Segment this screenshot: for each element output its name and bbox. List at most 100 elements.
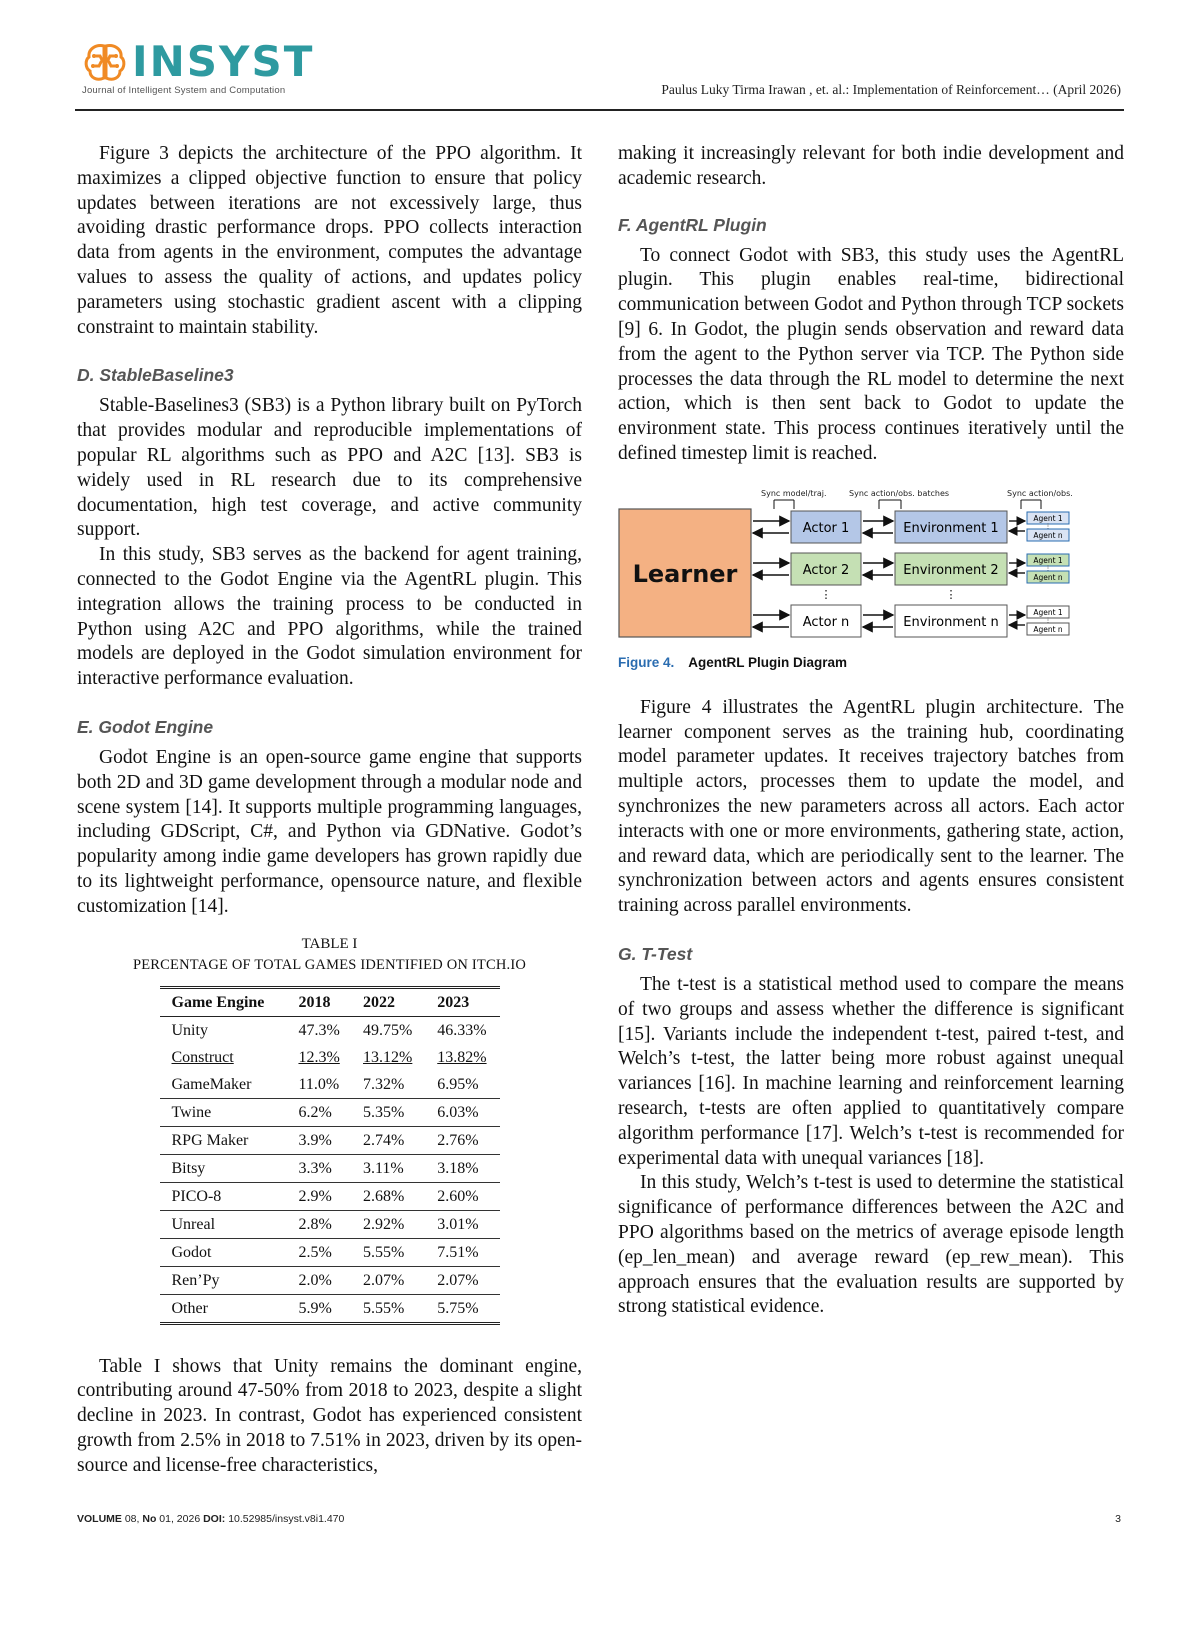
learner-label: Learner	[633, 560, 738, 588]
learner-box	[618, 508, 752, 638]
volume-value: 08,	[124, 1513, 140, 1525]
header-rule	[75, 109, 1124, 111]
actor-label: Actor 1	[803, 521, 850, 536]
table-cell: PICO-8	[171, 1187, 222, 1205]
table-cell: Bitsy	[171, 1159, 206, 1177]
actor-label: Actor n	[803, 615, 850, 630]
table-cell: Ren’Py	[171, 1271, 220, 1289]
table-cell: 2.8%	[298, 1215, 332, 1233]
paragraph: Godot Engine is an open-source game engi…	[77, 746, 582, 917]
table-cell: 12.3%	[298, 1048, 340, 1066]
table-row: Twine 6.2% 5.35% 6.03%	[159, 1098, 500, 1127]
environment-box	[894, 510, 1008, 544]
table-header-cell: Game Engine	[171, 993, 265, 1011]
section-heading-e: E. Godot Engine	[77, 716, 214, 737]
ellipsis: ⋮	[1045, 566, 1051, 572]
sync-model-label: Sync model/traj.	[761, 489, 827, 498]
table-header-row: Game Engine 2018 2022 2023	[159, 987, 500, 1017]
table-cell: 46.33%	[437, 1021, 487, 1039]
actor-label: Actor 2	[803, 563, 850, 578]
actor-box	[790, 510, 862, 544]
paragraph: The t-test is a statistical method used …	[618, 973, 1124, 1169]
environment-label: Environment 1	[903, 521, 998, 536]
table-label: TABLE I	[301, 935, 358, 952]
table-cell: 2.9%	[298, 1187, 332, 1205]
section-heading-g: G. T-Test	[618, 943, 693, 964]
agent-box	[1026, 511, 1070, 525]
agent-label: Agent 1	[1033, 556, 1063, 565]
table-cell: 2.74%	[363, 1131, 405, 1149]
logo-tagline: Journal of Intelligent System and Comput…	[82, 85, 286, 96]
table-cell: 2.5%	[298, 1243, 332, 1261]
table-title: PERCENTAGE OF TOTAL GAMES IDENTIFIED ON …	[132, 956, 527, 973]
doi-label: DOI:	[203, 1513, 226, 1525]
running-head: Paulus Luky Tirma Irawan , et. al.: Impl…	[661, 82, 1121, 97]
number-value: 01, 2026	[159, 1513, 201, 1525]
environment-label: Environment 2	[903, 563, 998, 578]
actor-box	[790, 604, 862, 638]
agent-box	[1026, 553, 1070, 567]
logo-wordmark: INSYST	[132, 37, 315, 86]
table-cell: 6.95%	[437, 1075, 479, 1093]
table-cell: 2.0%	[298, 1271, 332, 1289]
paragraph: Stable-Baselines3 (SB3) is a Python libr…	[77, 395, 582, 541]
right-column: making it increasingly relevant for both…	[618, 142, 1124, 1320]
table-row: RPG Maker 3.9% 2.74% 2.76%	[159, 1126, 500, 1155]
table-cell: 2.68%	[363, 1187, 405, 1205]
table-cell: 7.51%	[437, 1243, 479, 1261]
section-heading-f: F. AgentRL Plugin	[618, 214, 767, 235]
brain-circuit-icon	[84, 44, 126, 81]
table-cell: 5.9%	[298, 1299, 332, 1317]
environment-box	[894, 552, 1008, 586]
table-cell: 2.60%	[437, 1187, 479, 1205]
table-row: Godot 2.5% 5.55% 7.51%	[159, 1238, 500, 1267]
table-row: GameMaker 11.0% 7.32% 6.95%	[159, 1071, 500, 1099]
diagram-svg: Sync model/traj. Sync action/obs. batche…	[618, 489, 1073, 638]
table-cell: 5.35%	[363, 1103, 405, 1121]
ellipsis: ⋮	[1045, 618, 1051, 624]
table-header-cell: 2022	[363, 993, 396, 1011]
table-cell: Other	[171, 1299, 208, 1317]
agent-box	[1026, 570, 1070, 584]
table-caption: TABLE I PERCENTAGE OF TOTAL GAMES IDENTI…	[77, 934, 582, 976]
table-cell: Unreal	[171, 1215, 216, 1233]
doi-value: 10.52985/insyst.v8i1.470	[228, 1513, 345, 1525]
journal-logo: INSYST Journal of Intelligent System and…	[82, 37, 315, 97]
volume-label: VOLUME	[77, 1513, 122, 1525]
paragraph: making it increasingly relevant for both…	[618, 143, 1124, 189]
agent-label: Agent 1	[1033, 608, 1063, 617]
table-header-cell: 2023	[437, 993, 470, 1011]
agentrl-diagram: Sync model/traj. Sync action/obs. batche…	[611, 485, 1121, 645]
paragraph: Figure 4 illustrates the AgentRL plugin …	[618, 696, 1124, 917]
number-label: No	[142, 1513, 157, 1525]
environment-box	[894, 604, 1008, 638]
agent-box	[1026, 622, 1070, 636]
table-cell: Unity	[171, 1021, 208, 1039]
ellipsis: ⋮	[1045, 524, 1051, 530]
ellipsis: ⋮	[946, 589, 957, 601]
agent-box	[1026, 528, 1070, 542]
paragraph: Figure 3 depicts the architecture of the…	[77, 143, 582, 338]
game-engine-table: Game Engine 2018 2022 2023 Unity 47.3% 4…	[159, 986, 500, 1325]
table-cell: 3.3%	[298, 1159, 332, 1177]
environment-label: Environment n	[903, 615, 998, 630]
figure-number: Figure 4.	[618, 654, 675, 670]
table-cell: 6.2%	[298, 1103, 332, 1121]
table-cell: 3.9%	[298, 1131, 332, 1149]
table-row: PICO-8 2.9% 2.68% 2.60%	[159, 1182, 500, 1211]
table-cell: 2.76%	[437, 1131, 479, 1149]
table-cell: 47.3%	[298, 1021, 340, 1039]
agent-label: Agent 1	[1033, 514, 1063, 523]
agent-box	[1026, 605, 1070, 619]
table-row: Bitsy 3.3% 3.11% 3.18%	[159, 1154, 500, 1183]
table-cell: Construct	[171, 1048, 234, 1066]
paragraph: To connect Godot with SB3, this study us…	[618, 244, 1124, 464]
table-cell: 11.0%	[298, 1075, 340, 1093]
table-cell: 6.03%	[437, 1103, 479, 1121]
sync-obs-label: Sync action/obs.	[1007, 489, 1073, 498]
figure-caption: Figure 4.AgentRL Plugin Diagram	[618, 655, 1124, 670]
table-row: Construct 12.3% 13.12% 13.82%	[160, 1044, 500, 1071]
table-cell: 13.82%	[437, 1048, 487, 1066]
table-cell: 3.11%	[363, 1159, 404, 1177]
table-cell: 2.07%	[363, 1271, 405, 1289]
